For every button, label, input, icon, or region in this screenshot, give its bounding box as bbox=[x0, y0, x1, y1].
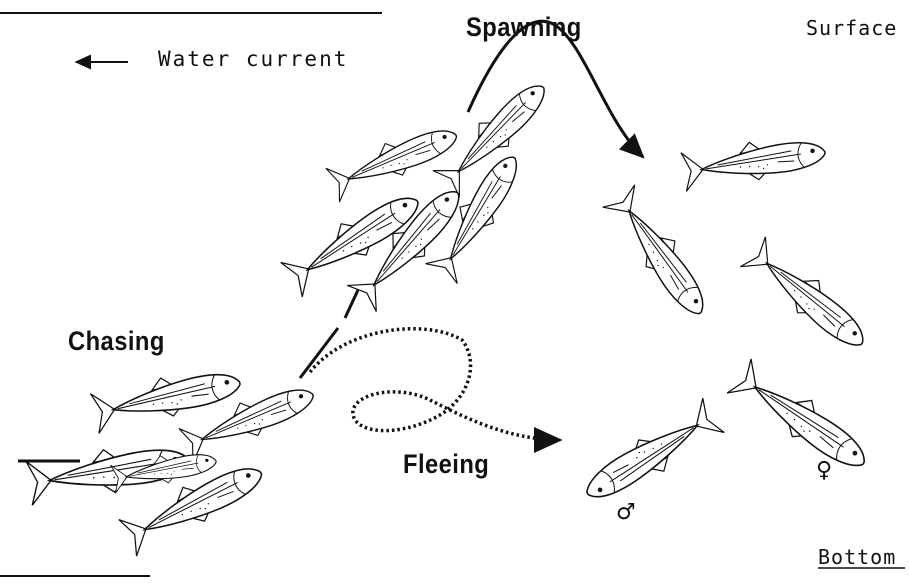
spawning-label: Spawning bbox=[466, 12, 582, 43]
spawning-school bbox=[280, 73, 556, 311]
bottom-label: Bottom bbox=[818, 545, 896, 569]
fleeing-path-arrow bbox=[310, 329, 560, 440]
chasing-school bbox=[26, 362, 320, 556]
fish-pair-2 bbox=[603, 184, 717, 324]
chasing-label: Chasing bbox=[68, 326, 165, 357]
fish-chasing-1 bbox=[90, 362, 244, 433]
surface-label: Surface bbox=[806, 16, 897, 40]
fish-female bbox=[727, 358, 876, 480]
chasing-path-line bbox=[300, 290, 358, 378]
fish-spawning-1 bbox=[326, 118, 463, 202]
male-symbol: ♂ bbox=[616, 500, 636, 525]
legend-water-current: Water current bbox=[158, 47, 348, 71]
spawning-pairs bbox=[577, 132, 876, 512]
fish-pair-3 bbox=[740, 236, 875, 358]
female-symbol: ♀ bbox=[816, 458, 832, 483]
fleeing-label: Fleeing bbox=[403, 449, 489, 480]
fish-pair-1 bbox=[681, 132, 828, 191]
fish-male bbox=[577, 398, 725, 512]
